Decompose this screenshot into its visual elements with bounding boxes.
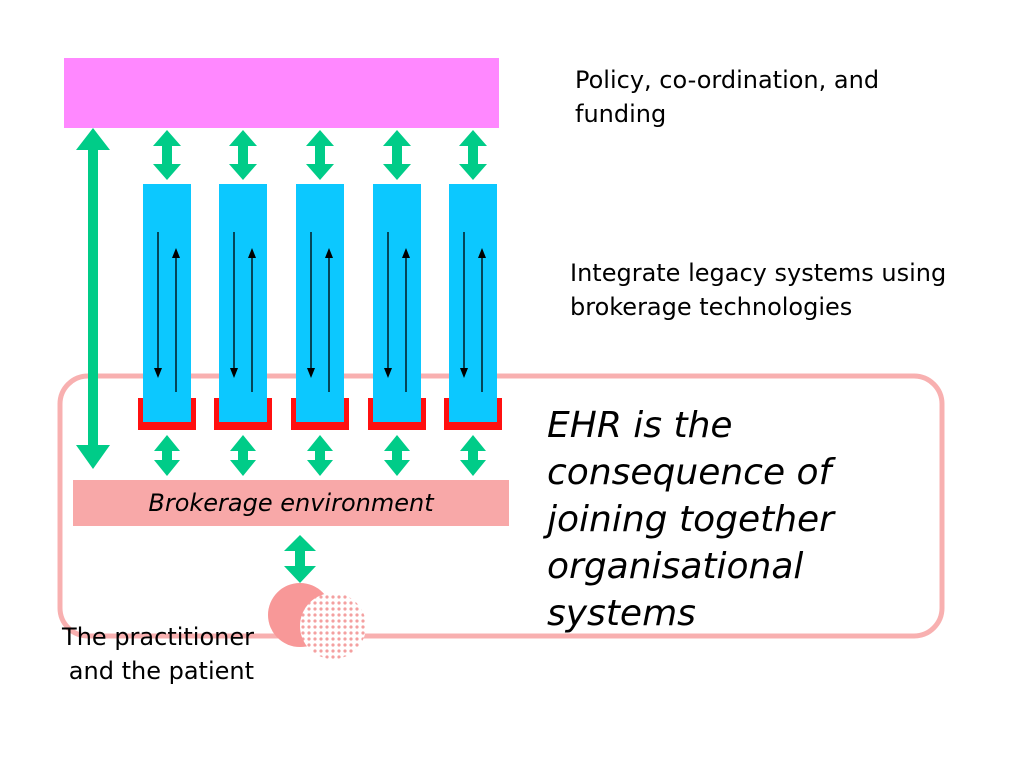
ehr-boundary <box>57 373 945 639</box>
up-arrow-icon-5 <box>478 248 486 258</box>
policy-label: Policy, co-ordination, and funding <box>575 66 880 128</box>
system-column-1 <box>143 184 191 422</box>
down-arrow-icon-1 <box>154 368 162 378</box>
up-arrow-icon-4 <box>402 248 410 258</box>
system-column-2 <box>219 184 267 422</box>
system-columns <box>138 130 502 476</box>
policy-link-arrow-icon-2 <box>229 130 257 180</box>
brokerage-environment-label: Brokerage environment <box>148 489 434 517</box>
system-column-4 <box>373 184 421 422</box>
long-double-arrow-icon <box>76 128 110 469</box>
brokerage-link-arrow-icon-3 <box>307 435 333 476</box>
down-arrow-icon-5 <box>460 368 468 378</box>
down-arrow-icon-2 <box>230 368 238 378</box>
down-arrow-icon-4 <box>384 368 392 378</box>
brokerage-bar <box>73 480 509 526</box>
up-arrow-icon-1 <box>172 248 180 258</box>
up-arrow-icon-2 <box>248 248 256 258</box>
policy-bar <box>64 58 499 128</box>
up-arrow-icon-3 <box>325 248 333 258</box>
legacy-systems-label: Integrate legacy systems using brokerage… <box>570 259 947 321</box>
policy-link-arrow-icon-5 <box>459 130 487 180</box>
policy-link-arrow-icon-4 <box>383 130 411 180</box>
system-column-5 <box>449 184 497 422</box>
brokerage-link-arrow-icon-1 <box>154 435 180 476</box>
brokerage-link-arrow-icon-4 <box>384 435 410 476</box>
system-column-3 <box>296 184 344 422</box>
brokerage-link-arrow-icon-2 <box>230 435 256 476</box>
ehr-statement: EHR is the consequence of joining togeth… <box>547 405 834 634</box>
down-arrow-icon-3 <box>307 368 315 378</box>
brokerage-link-arrow-icon-5 <box>460 435 486 476</box>
practitioner-double-arrow-icon <box>284 535 316 583</box>
patient-circle <box>300 593 366 659</box>
policy-link-arrow-icon-3 <box>306 130 334 180</box>
policy-link-arrow-icon-1 <box>153 130 181 180</box>
practitioner-patient-label: The practitioner and the patient <box>62 623 254 685</box>
